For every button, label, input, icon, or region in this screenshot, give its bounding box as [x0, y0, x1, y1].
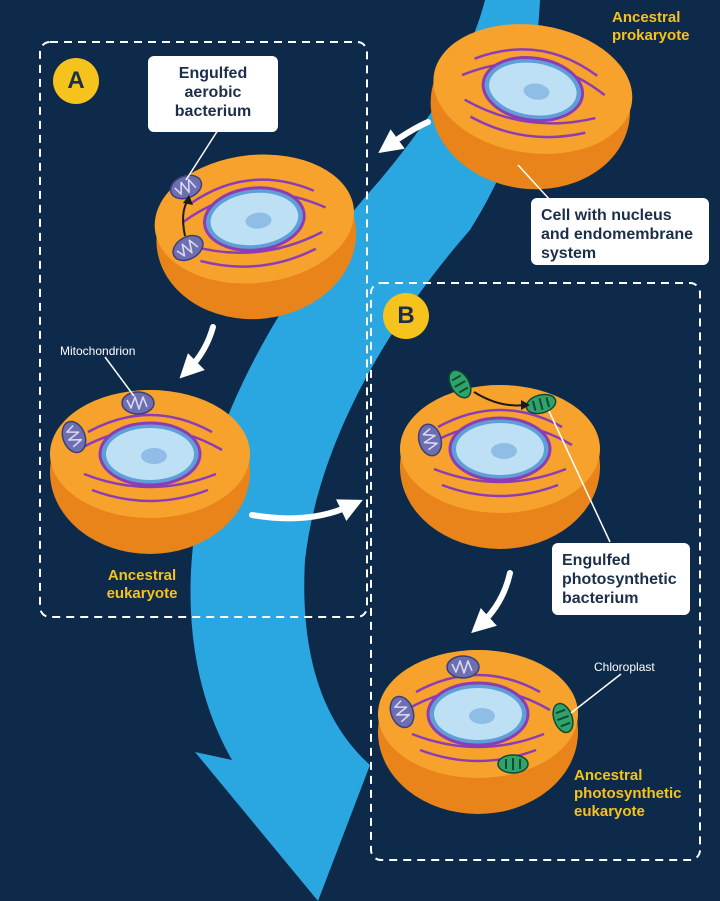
- label-cell-with-nucleus: Cell with nucleus and endomembrane syste…: [531, 198, 709, 265]
- panel-a-badge: A: [53, 58, 99, 104]
- panel-b-frame: [370, 282, 701, 861]
- pointer-line: [104, 356, 135, 397]
- cell-photosynthetic-eukaryote: [376, 648, 580, 816]
- pointer-line: [548, 410, 611, 543]
- pointer-line: [185, 129, 219, 181]
- mitochondrion-icon: [121, 391, 155, 415]
- panel-b-badge: B: [383, 293, 429, 339]
- pointer-line: [570, 673, 622, 714]
- evolution-flow-arrow: [190, 0, 540, 901]
- cell-engulfing-photosynthetic: [398, 383, 602, 551]
- label-engulfed-aerobic: Engulfed aerobic bacterium: [148, 56, 278, 132]
- label-ancestral-photosynthetic-eukaryote: Ancestral photosynthetic eukaryote: [574, 767, 682, 820]
- engulf-arrow-icon: [473, 391, 525, 407]
- arrow-icon: [249, 499, 363, 522]
- label-chloroplast: Chloroplast: [594, 660, 655, 674]
- label-engulfed-photosynthetic: Engulfed photosynthetic bacterium: [552, 543, 690, 615]
- label-mitochondrion: Mitochondrion: [60, 344, 136, 358]
- arrow-icon: [471, 570, 513, 634]
- cell-ancestral-eukaryote: [48, 388, 252, 556]
- arrow-icon: [378, 119, 431, 154]
- arrow-icon: [179, 324, 216, 379]
- label-ancestral-prokaryote: Ancestral prokaryote: [612, 9, 690, 44]
- chloroplast-icon: [497, 754, 529, 774]
- mitochondrion-icon: [446, 655, 480, 679]
- label-ancestral-eukaryote: Ancestral eukaryote: [106, 567, 178, 602]
- pointer-line: [517, 164, 551, 201]
